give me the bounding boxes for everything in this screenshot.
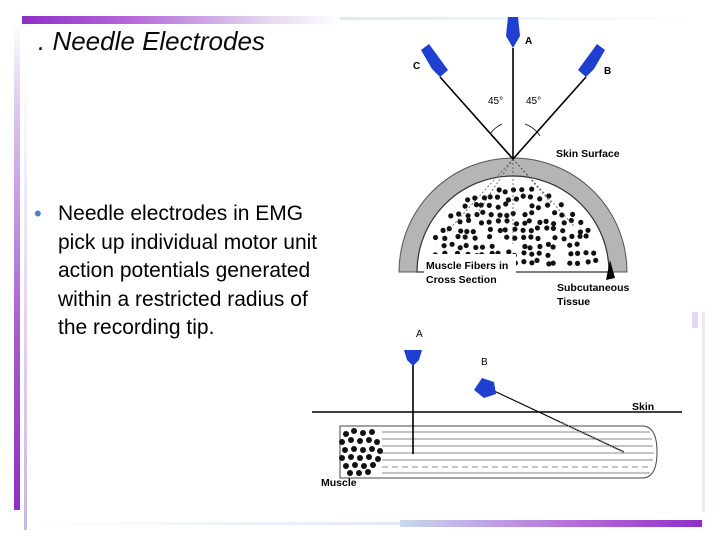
needle-label-a: A bbox=[525, 36, 532, 47]
needle-c-top bbox=[421, 44, 514, 160]
subcutaneous-label-line1: Subcutaneous bbox=[557, 282, 630, 294]
top-accent-bar bbox=[22, 16, 340, 24]
subcutaneous-label-line2: Tissue bbox=[557, 296, 590, 308]
muscle-end-fiber-dots bbox=[339, 428, 383, 476]
muscle-fibers-label-line1: Muscle Fibers in bbox=[426, 260, 508, 272]
bullet-dot-icon: • bbox=[34, 201, 42, 226]
muscle-fiber-lines bbox=[382, 431, 654, 474]
needle-a-top bbox=[506, 17, 520, 159]
bullet-item: • Needle electrodes in EMG pick up indiv… bbox=[34, 200, 324, 343]
needle-electrode-diagram: A B C 45° 45° Skin Surface Muscle Fibers… bbox=[312, 17, 690, 492]
bottom-accent-bar bbox=[400, 520, 702, 527]
top-accent-line bbox=[340, 17, 700, 20]
skin-label: Skin bbox=[632, 401, 654, 413]
angle-arc-left bbox=[489, 123, 503, 135]
needle-label-a-bottom: A bbox=[416, 329, 423, 340]
needle-label-c: C bbox=[413, 61, 420, 72]
skin-surface-label: Skin Surface bbox=[556, 148, 620, 160]
longitudinal-section-diagram: A B Skin Muscle bbox=[312, 312, 690, 492]
needle-b-bottom bbox=[474, 378, 625, 454]
slide-title: . Needle Electrodes bbox=[38, 26, 265, 56]
radial-lines bbox=[446, 158, 575, 244]
muscle-label: Muscle bbox=[321, 477, 357, 489]
left-accent-bar bbox=[14, 22, 20, 510]
needle-label-b: B bbox=[604, 66, 611, 77]
angle-label-right: 45° bbox=[526, 96, 541, 107]
bottom-accent-line bbox=[30, 522, 400, 525]
label-background bbox=[424, 254, 516, 290]
muscle-fibers-label-line2: Cross Section bbox=[426, 274, 497, 286]
right-accent-mark bbox=[692, 312, 698, 328]
right-accent-line bbox=[702, 312, 705, 512]
muscle-longitudinal-body bbox=[339, 425, 658, 479]
angle-label-left: 45° bbox=[488, 96, 503, 107]
subcutaneous-pointer-arrow bbox=[606, 260, 615, 280]
needle-b-top bbox=[512, 44, 605, 160]
needle-label-b-bottom: B bbox=[481, 357, 488, 368]
bullet-text: Needle electrodes in EMG pick up individ… bbox=[58, 202, 318, 339]
bullet-list: • Needle electrodes in EMG pick up indiv… bbox=[34, 200, 324, 343]
left-accent-line bbox=[24, 60, 27, 530]
cross-section-diagram: A B C 45° 45° Skin Surface Muscle Fibers… bbox=[398, 17, 630, 308]
angle-arc-right bbox=[524, 123, 541, 137]
needle-a-bottom bbox=[404, 350, 422, 454]
